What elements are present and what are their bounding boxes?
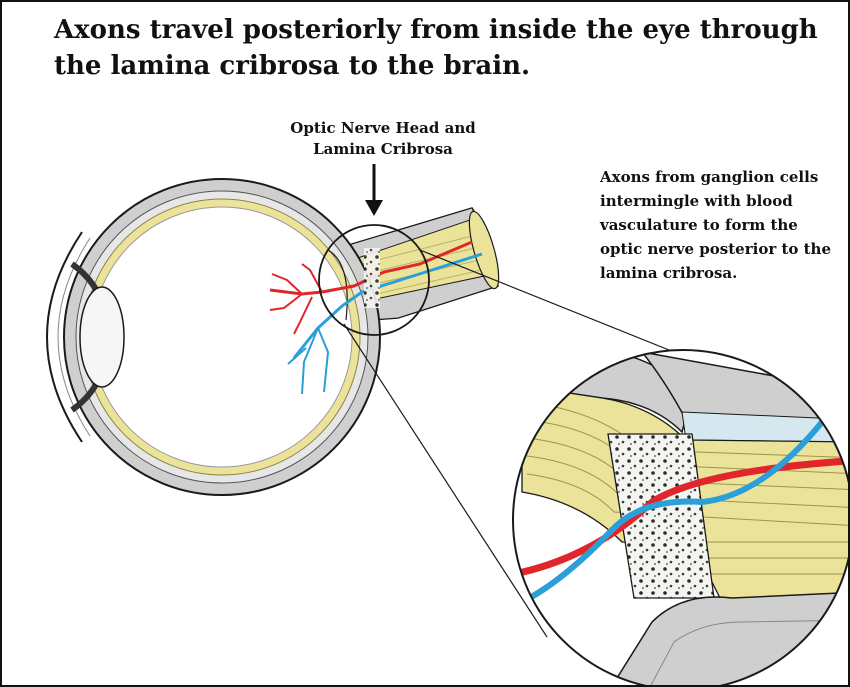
pointer-arrow xyxy=(365,164,383,216)
label-axons-description: Axons from ganglion cells intermingle wi… xyxy=(600,168,831,282)
zoom-detail xyxy=(512,349,848,685)
zoom-connectors xyxy=(343,249,675,638)
magnifier-small-circle xyxy=(318,224,430,336)
eyeball xyxy=(46,178,381,496)
retinal-vessels xyxy=(269,240,483,395)
diagram-title: Axons travel posteriorly from inside the… xyxy=(54,15,818,81)
label-optic-nerve-head: Optic Nerve Head and Lamina Cribrosa xyxy=(290,119,476,158)
